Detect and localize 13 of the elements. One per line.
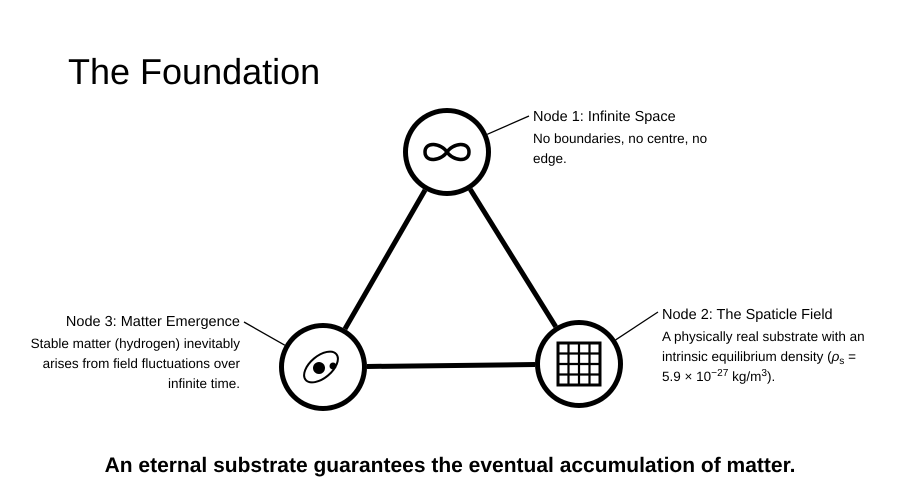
node-heading: Node 3: Matter Emergence xyxy=(64,313,240,332)
leader-line xyxy=(244,321,286,346)
title: The Foundation xyxy=(68,50,320,94)
leader-line xyxy=(615,311,658,340)
node-description: Stable matter (hydrogen) inevitably arises from field fluctuations over infinite time. xyxy=(30,335,240,393)
connector-line xyxy=(342,188,428,330)
node-heading: Node 2: The Spaticle Field xyxy=(662,306,834,325)
connector-line xyxy=(366,362,536,369)
node-description: No boundaries, no centre, no edge. xyxy=(533,130,708,168)
connector-line xyxy=(468,188,558,328)
caption: An eternal substrate guarantees the eventual accumulation of matter. xyxy=(104,453,796,479)
node-heading: Node 1: Infinite Space xyxy=(533,108,677,127)
node-description: A physically real substrate with an intrinsic equilibrium density (ρ$_{s}$ = 5.9 × 10$^{−27}$ kg/m$^{3}$). xyxy=(662,328,866,386)
